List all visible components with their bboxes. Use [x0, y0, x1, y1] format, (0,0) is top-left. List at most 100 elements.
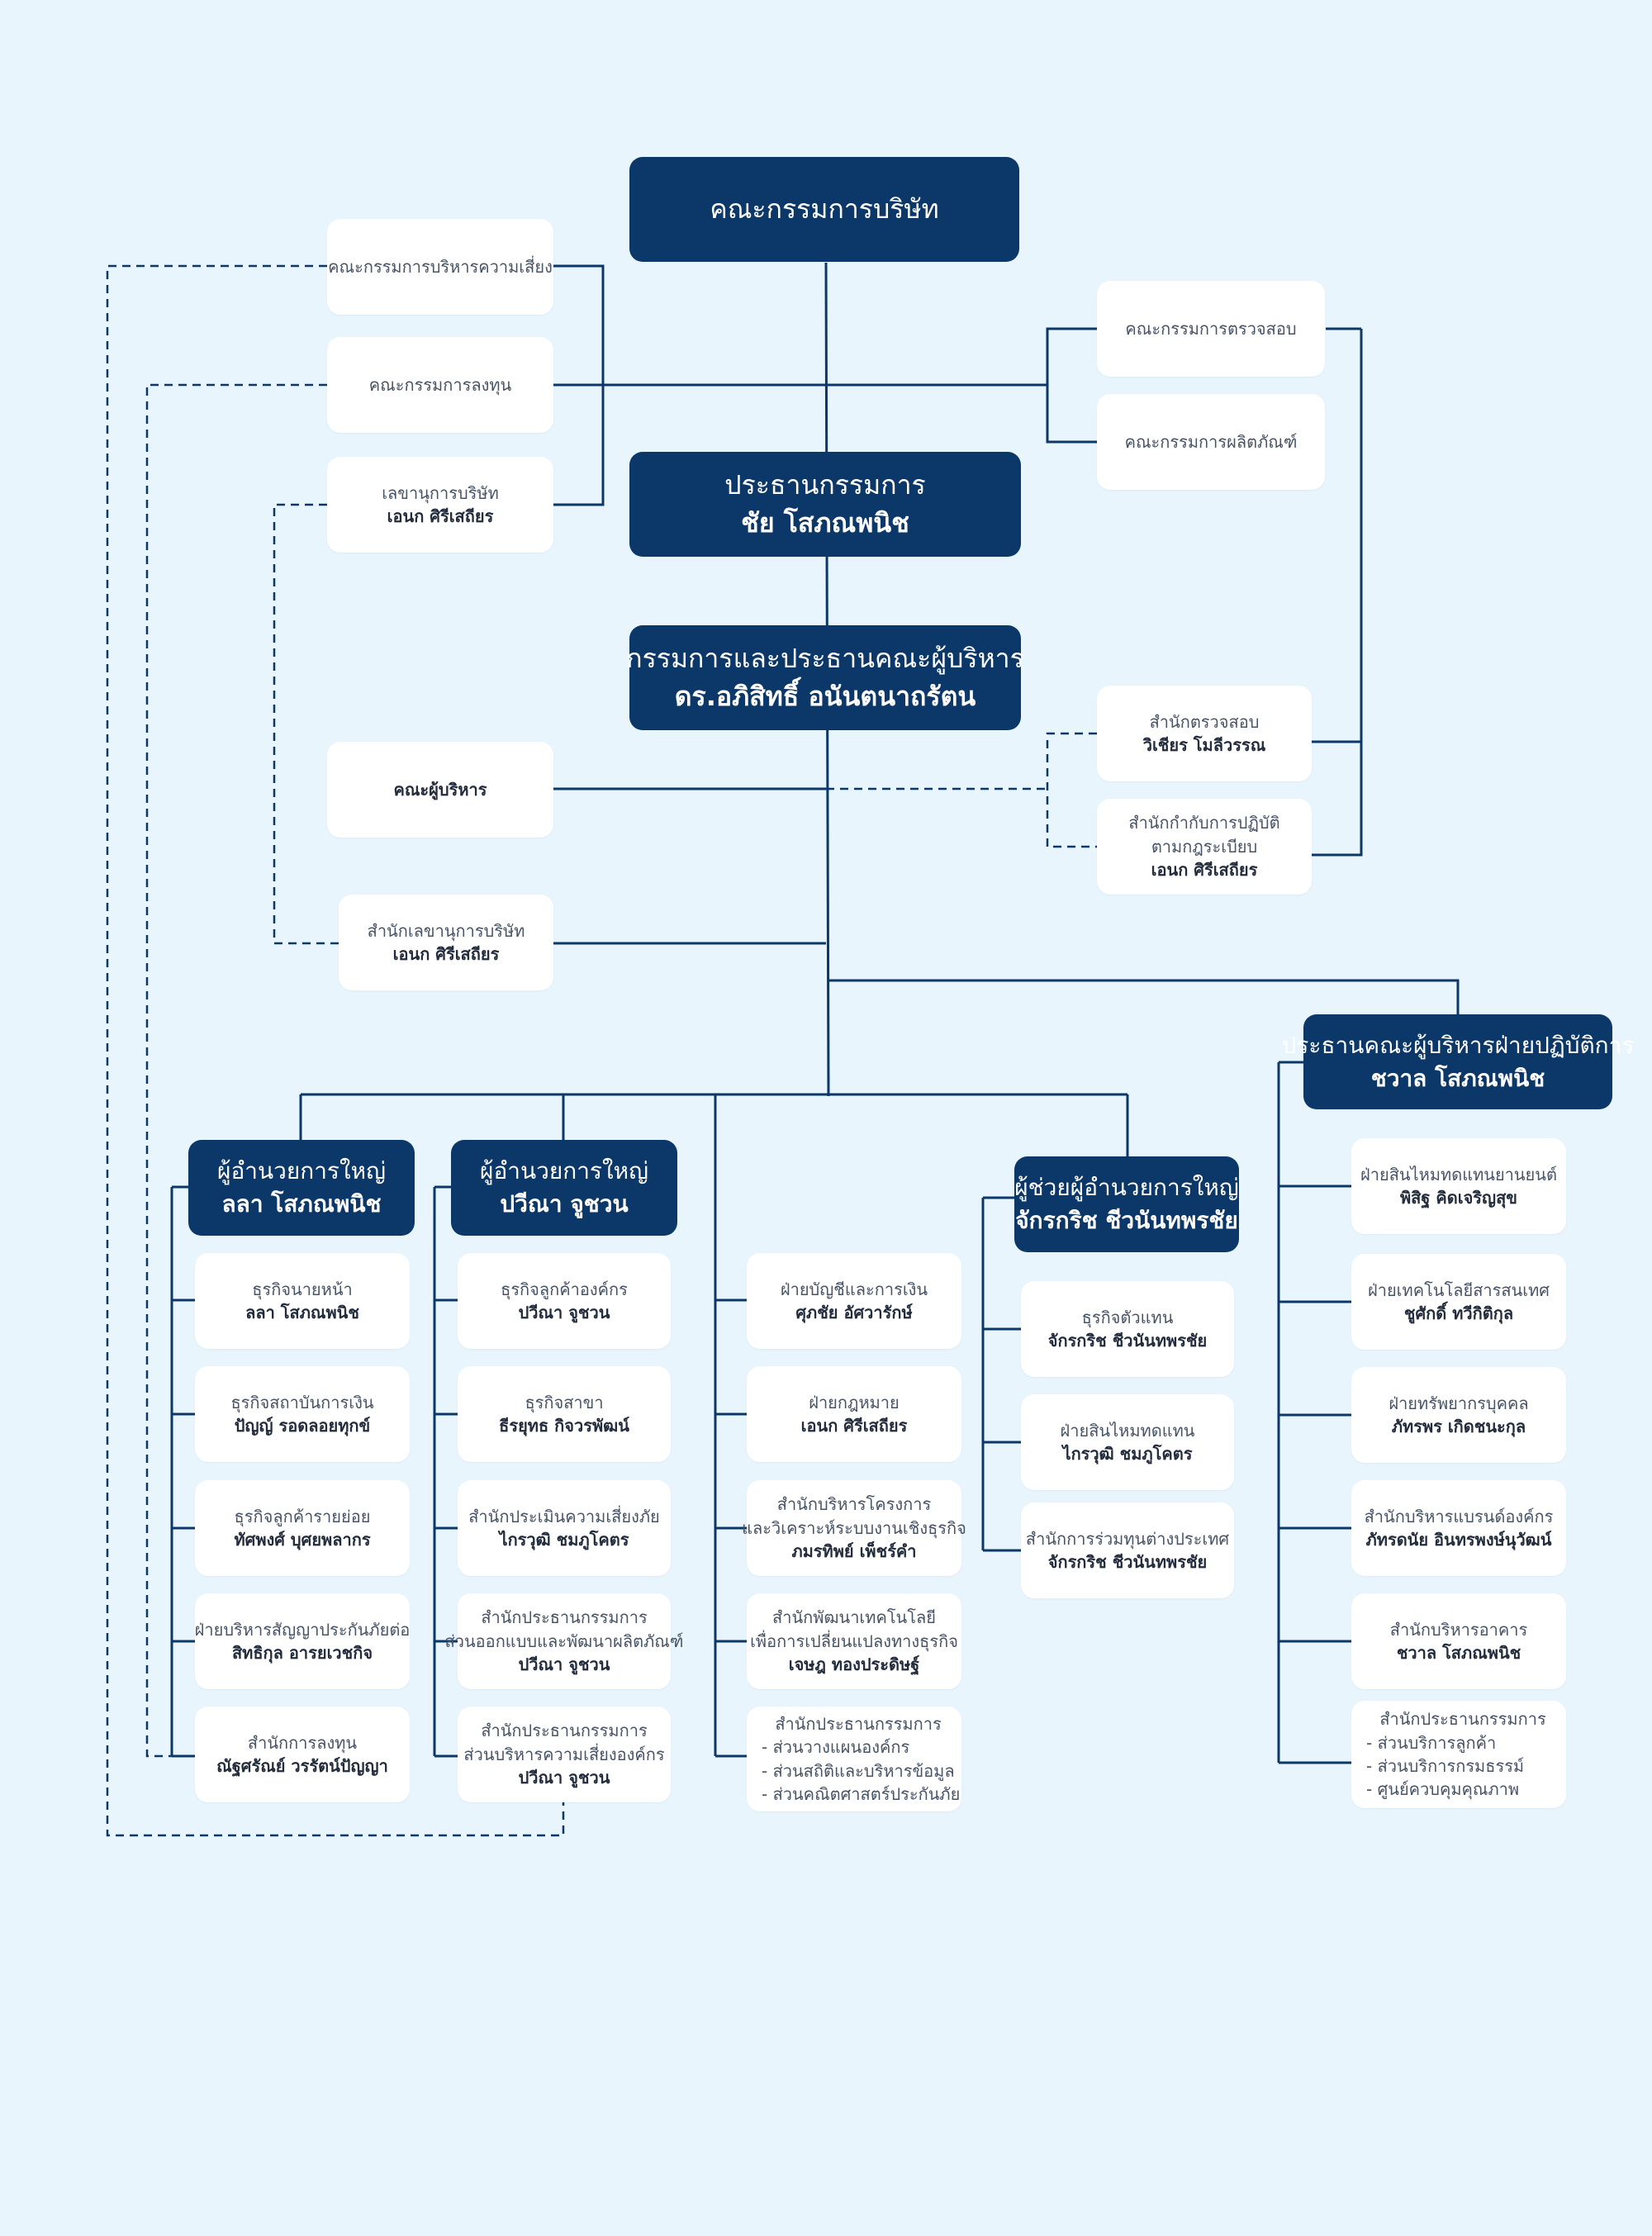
unit-name: ไกรวุฒิ ชมภูโคตร: [499, 1530, 629, 1550]
unit-name: ปวีณา จูชวน: [518, 1654, 610, 1675]
exec-committee-title: คณะผู้บริหาร: [393, 779, 487, 800]
col4-unit-box: สำนักการร่วมทุนต่างประเทศ จักรกริช ชีวนั…: [1021, 1503, 1234, 1598]
unit-list-item: - ส่วนสถิติและบริหารข้อมูล: [762, 1760, 955, 1781]
col5-unit-box: ฝ่ายเทคโนโลยีสารสนเทศ ชูศักดิ์ ทวีกิติกุ…: [1351, 1254, 1566, 1350]
md1-title: ผู้อำนวยการใหญ่: [217, 1157, 386, 1185]
coo-title: ประธานคณะผู้บริหารฝ่ายปฏิบัติการ: [1281, 1031, 1635, 1059]
unit-name: พิสิฐ คิดเจริญสุข: [1400, 1188, 1517, 1208]
chairman-name: ชัย โสภณพนิช: [741, 506, 909, 539]
unit-title: สำนักประธานกรรมการ: [775, 1713, 942, 1734]
md2-title: ผู้อำนวยการใหญ่: [480, 1157, 648, 1185]
unit-title: ฝ่ายสินไหมทดแทน: [1060, 1420, 1195, 1441]
unit-name: ณัฐศรัณย์ วรรัตน์ปัญญา: [216, 1756, 388, 1776]
board-title: คณะกรรมการบริษัท: [710, 192, 939, 225]
compliance-box: สำนักกำกับการปฏิบัติ ตามกฎระเบียบ เอนก ศ…: [1097, 799, 1312, 895]
investment-committee-title: คณะกรรมการลงทุน: [368, 374, 512, 395]
unit-name: ภมรทิพย์ เพ็ชร์คำ: [791, 1541, 917, 1562]
coo-box: ประธานคณะผู้บริหารฝ่ายปฏิบัติการ ชวาล โส…: [1282, 1014, 1634, 1109]
unit-title: ธุรกิจตัวแทน: [1081, 1307, 1174, 1327]
unit-title: ฝ่ายทรัพยากรบุคคล: [1389, 1393, 1529, 1413]
company-secretary-box: เลขานุการบริษัท เอนก ศิรีเสถียร: [327, 457, 553, 553]
unit-title: สำนักพัฒนาเทคโนโลยี: [772, 1607, 936, 1628]
unit-name: เจษฎ ทองประดิษฐ์: [788, 1654, 920, 1675]
unit-title: สำนักประธานกรรมการ: [1379, 1709, 1546, 1730]
unit-subtitle: ส่วนออกแบบและพัฒนาผลิตภัณฑ์: [444, 1631, 684, 1651]
md1-box: ผู้อำนวยการใหญ่ ลลา โสภณพนิช: [188, 1140, 415, 1236]
col5-unit-box: สำนักบริหารแบรนด์องค์กร ภัทรดนัย อินทรพง…: [1351, 1480, 1566, 1576]
chairman-title: ประธานกรรมการ: [724, 469, 926, 501]
product-committee-title: คณะกรรมการผลิตภัณฑ์: [1124, 431, 1298, 452]
unit-name: ปวีณา จูชวน: [518, 1768, 610, 1788]
col5-unit-box: ฝ่ายสินไหมทดแทนยานยนต์ พิสิฐ คิดเจริญสุข: [1351, 1138, 1566, 1234]
internal-audit-name: วิเชียร โมลีวรรณ: [1142, 735, 1266, 755]
secretary-office-title: สำนักเลขานุการบริษัท: [367, 920, 525, 941]
unit-name: ชวาล โสภณพนิช: [1396, 1643, 1521, 1663]
unit-title: ฝ่ายเทคโนโลยีสารสนเทศ: [1368, 1279, 1550, 1300]
unit-list-item: - ส่วนบริการลูกค้า: [1366, 1732, 1497, 1753]
col2-unit-box: สำนักประธานกรรมการ ส่วนออกแบบและพัฒนาผลิ…: [445, 1593, 683, 1689]
compliance-name: เอนก ศิรีเสถียร: [1151, 860, 1258, 881]
col4-unit-box: ธุรกิจตัวแทน จักรกริช ชีวนันทพรชัย: [1021, 1281, 1234, 1377]
unit-title: ธุรกิจลูกค้าองค์กร: [501, 1279, 628, 1299]
product-committee-box: คณะกรรมการผลิตภัณฑ์: [1097, 394, 1325, 490]
unit-name: ศุภชัย อัศวารักษ์: [795, 1303, 913, 1322]
unit-name: สิทธิกุล อารยเวชกิจ: [231, 1643, 373, 1663]
unit-subtitle: และวิเคราะห์ระบบงานเชิงธุรกิจ: [742, 1517, 966, 1538]
col3-unit-box: สำนักบริหารโครงการ และวิเคราะห์ระบบงานเช…: [742, 1480, 966, 1576]
unit-title: สำนักบริหารแบรนด์องค์กร: [1364, 1506, 1554, 1526]
ceo-box: กรรมการและประธานคณะผู้บริหาร ดร.อภิสิทธิ…: [626, 625, 1024, 730]
amd-name: จักรกริช ชีวนันทพรชัย: [1015, 1207, 1238, 1234]
risk-committee-title: คณะกรรมการบริหารความเสี่ยง: [328, 256, 553, 277]
unit-name: จักรกริช ชีวนันทพรชัย: [1047, 1331, 1208, 1351]
unit-title: ธุรกิจนายหน้า: [252, 1279, 353, 1299]
unit-title: ฝ่ายบัญชีและการเงิน: [780, 1279, 928, 1299]
risk-committee-box: คณะกรรมการบริหารความเสี่ยง: [327, 219, 553, 315]
col1-unit-box: ธุรกิจสถาบันการเงิน ปัญญ์ รอดลอยทุกข์: [195, 1366, 410, 1462]
unit-name: ปัญญ์ รอดลอยทุกข์: [234, 1416, 371, 1436]
col2-unit-box: สำนักประธานกรรมการ ส่วนบริหารความเสี่ยงอ…: [458, 1707, 671, 1802]
unit-name: จักรกริช ชีวนันทพรชัย: [1047, 1552, 1208, 1572]
col2-unit-box: ธุรกิจลูกค้าองค์กร ปวีณา จูชวน: [458, 1253, 671, 1349]
col2-unit-box: ธุรกิจสาขา ธีรยุทธ กิจวรพัฒน์: [458, 1366, 671, 1462]
unit-title: ธุรกิจสถาบันการเงิน: [230, 1392, 374, 1412]
unit-title: ฝ่ายสินไหมทดแทนยานยนต์: [1360, 1164, 1557, 1184]
unit-name: เอนก ศิรีเสถียร: [800, 1416, 908, 1436]
internal-audit-box: สำนักตรวจสอบ วิเชียร โมลีวรรณ: [1097, 686, 1312, 781]
amd-title: ผู้ช่วยผู้อำนวยการใหญ่: [1014, 1174, 1239, 1202]
md1-name: ลลา โสภณพนิช: [221, 1190, 382, 1218]
col3-unit-box: สำนักพัฒนาเทคโนโลยี เพื่อการเปลี่ยนแปลงท…: [747, 1593, 961, 1689]
unit-title: ฝ่ายบริหารสัญญาประกันภัยต่อ: [194, 1619, 411, 1640]
col1-unit-box: ธุรกิจนายหน้า ลลา โสภณพนิช: [195, 1253, 410, 1349]
unit-title: ธุรกิจลูกค้ารายย่อย: [234, 1506, 371, 1526]
col3-unit-box: สำนักประธานกรรมการ - ส่วนวางแผนองค์กร - …: [747, 1707, 961, 1811]
secretary-office-box: สำนักเลขานุการบริษัท เอนก ศิรีเสถียร: [339, 895, 553, 990]
unit-title: สำนักประเมินความเสี่ยงภัย: [468, 1506, 660, 1526]
unit-list-item: - ส่วนบริการกรมธรรม์: [1366, 1756, 1525, 1776]
compliance-title-1: สำนักกำกับการปฏิบัติ: [1128, 813, 1280, 833]
investment-committee-box: คณะกรรมการลงทุน: [327, 337, 553, 433]
col4-unit-box: ฝ่ายสินไหมทดแทน ไกรวุฒิ ชมภูโคตร: [1021, 1394, 1234, 1490]
company-secretary-title: เลขานุการบริษัท: [382, 482, 499, 503]
internal-audit-title: สำนักตรวจสอบ: [1149, 711, 1260, 732]
audit-committee-title: คณะกรรมการตรวจสอบ: [1125, 318, 1297, 339]
col1-unit-box: ฝ่ายบริหารสัญญาประกันภัยต่อ สิทธิกุล อาร…: [195, 1593, 410, 1689]
unit-title: สำนักบริหารอาคาร: [1389, 1619, 1528, 1640]
col1-unit-box: ธุรกิจลูกค้ารายย่อย ทัศพงศ์ บุศยพลากร: [195, 1480, 410, 1576]
unit-name: ปวีณา จูชวน: [518, 1303, 610, 1322]
unit-name: ทัศพงศ์ บุศยพลากร: [234, 1530, 371, 1550]
unit-title: ฝ่ายกฎหมาย: [809, 1392, 900, 1412]
secretary-office-name: เอนก ศิรีเสถียร: [392, 944, 500, 964]
coo-name: ชวาล โสภณพนิช: [1370, 1064, 1545, 1092]
unit-list-item: - ส่วนวางแผนองค์กร: [762, 1737, 910, 1758]
unit-name: ภัทรดนัย อินทรพงษ์นุวัฒน์: [1365, 1530, 1552, 1550]
md2-box: ผู้อำนวยการใหญ่ ปวีณา จูชวน: [451, 1140, 677, 1236]
audit-committee-box: คณะกรรมการตรวจสอบ: [1097, 281, 1325, 377]
col5-unit-box: สำนักบริหารอาคาร ชวาล โสภณพนิช: [1351, 1593, 1566, 1689]
unit-title: ธุรกิจสาขา: [525, 1392, 604, 1412]
unit-title: สำนักบริหารโครงการ: [776, 1494, 932, 1515]
unit-name: ไกรวุฒิ ชมภูโคตร: [1062, 1444, 1193, 1464]
col5-unit-box: สำนักประธานกรรมการ - ส่วนบริการลูกค้า - …: [1351, 1701, 1566, 1808]
col3-unit-box: ฝ่ายบัญชีและการเงิน ศุภชัย อัศวารักษ์: [747, 1253, 961, 1349]
unit-title: สำนักการลงทุน: [247, 1732, 358, 1753]
